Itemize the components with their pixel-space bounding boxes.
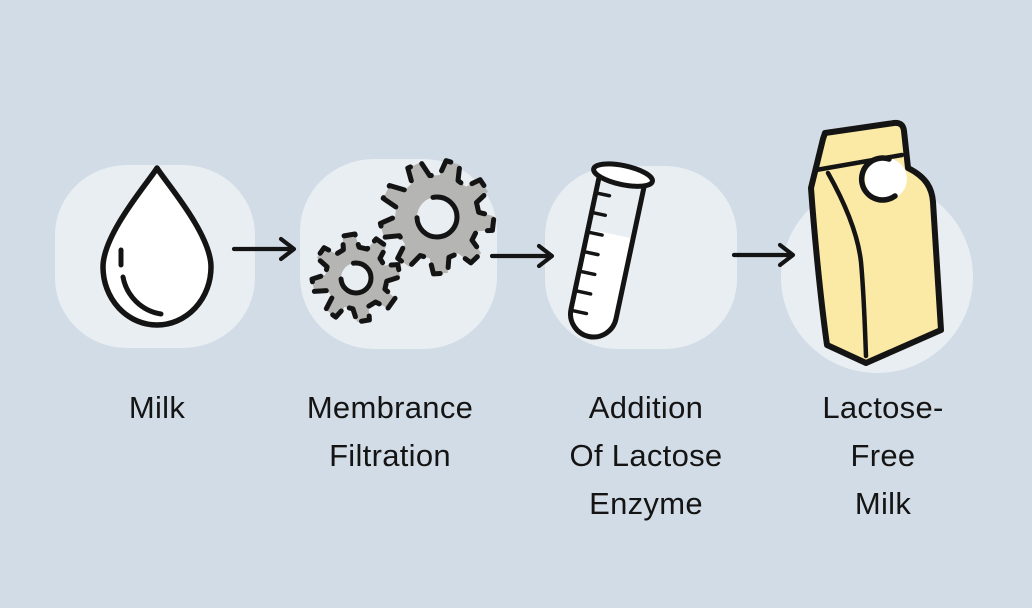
tube-liquid <box>573 229 631 335</box>
arrow-right-icon <box>231 236 297 262</box>
gear-small-hole <box>338 260 374 296</box>
carton-cap-arc <box>858 155 898 203</box>
gears-icon <box>309 158 497 325</box>
step-label-membrane-filtration: Membrance Filtration <box>306 390 474 473</box>
test-tube-icon <box>568 161 655 340</box>
carton-fold-line <box>825 170 869 359</box>
arrow-right-icon <box>731 242 796 268</box>
step-label-lactose-free-milk: Lactose-Free Milk <box>822 390 944 521</box>
carton-cap <box>865 158 907 200</box>
milk-drop-icon <box>100 165 214 328</box>
gear-large-hole <box>414 194 460 240</box>
step-label-lactose-enzyme-addition: Addition Of Lactose Enzyme <box>569 390 723 521</box>
tube-graduation-marks <box>570 191 612 316</box>
drop-outline <box>100 165 214 328</box>
tube-body-outline <box>568 171 648 340</box>
tube-rim <box>591 161 655 189</box>
step-label-milk: Milk <box>128 390 186 425</box>
carton-body <box>808 119 944 366</box>
milk-carton-icon <box>808 119 944 366</box>
drop-highlight-arc <box>120 274 164 317</box>
arrow-right-icon <box>489 243 555 269</box>
